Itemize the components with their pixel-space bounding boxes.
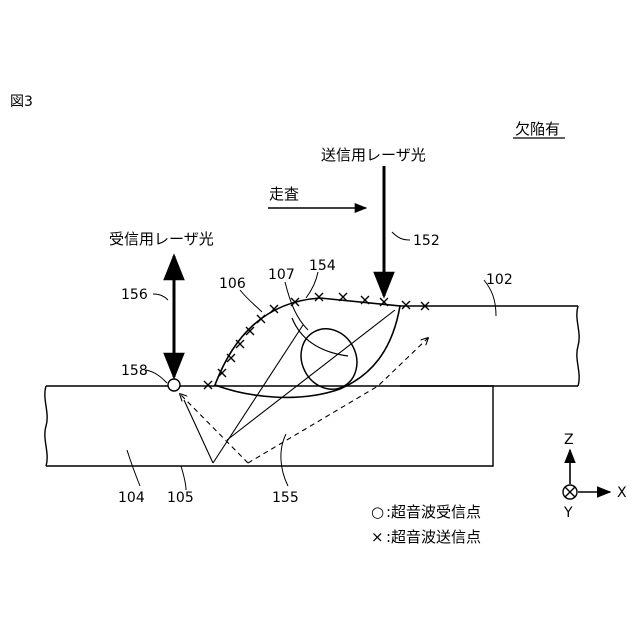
ref-154: 154 bbox=[309, 258, 336, 274]
leader-107 bbox=[285, 282, 308, 330]
legend-receive-symbol: ○ bbox=[371, 503, 384, 521]
ref-152: 152 bbox=[413, 233, 440, 249]
weld-inner-line bbox=[292, 318, 348, 356]
condition-label: 欠陥有 bbox=[515, 120, 560, 138]
leader-104 bbox=[127, 450, 140, 486]
upper-plate-break-edge bbox=[577, 306, 579, 386]
lower-plate-outline bbox=[46, 386, 493, 466]
leader-156 bbox=[153, 294, 168, 300]
leader-105 bbox=[181, 466, 186, 490]
axis-x-label: X bbox=[617, 485, 627, 501]
ref-104: 104 bbox=[118, 490, 145, 506]
ref-155: 155 bbox=[272, 490, 299, 506]
legend-transmit-symbol: × bbox=[371, 528, 384, 546]
transmit-point-x bbox=[315, 293, 323, 301]
ref-102: 102 bbox=[486, 272, 513, 288]
transmit-point-x bbox=[257, 315, 265, 323]
figure-label: 図3 bbox=[10, 94, 33, 110]
ref-158: 158 bbox=[121, 363, 148, 379]
ultrasonic-path-dashed-reflect bbox=[248, 338, 428, 463]
leader-158 bbox=[146, 370, 167, 383]
lower-plate-break-edge bbox=[45, 386, 47, 466]
scan-label: 走査 bbox=[269, 185, 299, 203]
ultrasonic-path-dashed-return bbox=[180, 394, 248, 463]
transmit-point-x bbox=[402, 301, 410, 309]
leader-106 bbox=[240, 290, 262, 312]
ultrasonic-path-solid-b bbox=[184, 400, 213, 463]
transmit-laser-label: 送信用レーザ光 bbox=[321, 146, 426, 164]
ref-156: 156 bbox=[121, 287, 148, 303]
ref-107: 107 bbox=[268, 267, 295, 283]
coordinate-axes: Z X Y bbox=[563, 432, 627, 521]
legend-receive-text: :超音波受信点 bbox=[386, 503, 481, 521]
leader-155 bbox=[281, 434, 288, 486]
legend-transmit-text: :超音波送信点 bbox=[386, 528, 481, 546]
ref-105: 105 bbox=[167, 490, 194, 506]
defect bbox=[291, 319, 368, 399]
axis-y-label: Y bbox=[563, 505, 573, 521]
receive-laser-label: 受信用レーザ光 bbox=[109, 230, 214, 248]
legend: ○ :超音波受信点 × :超音波送信点 bbox=[371, 503, 481, 546]
receive-point-circle bbox=[168, 379, 180, 391]
transmit-point-x bbox=[204, 381, 212, 389]
ultrasonic-path-solid-a bbox=[213, 325, 303, 463]
upper-plate-outline bbox=[400, 306, 578, 386]
ref-106: 106 bbox=[219, 276, 246, 292]
leader-152 bbox=[392, 232, 410, 240]
transmit-point-markers bbox=[204, 293, 429, 389]
axis-z-label: Z bbox=[564, 432, 574, 448]
